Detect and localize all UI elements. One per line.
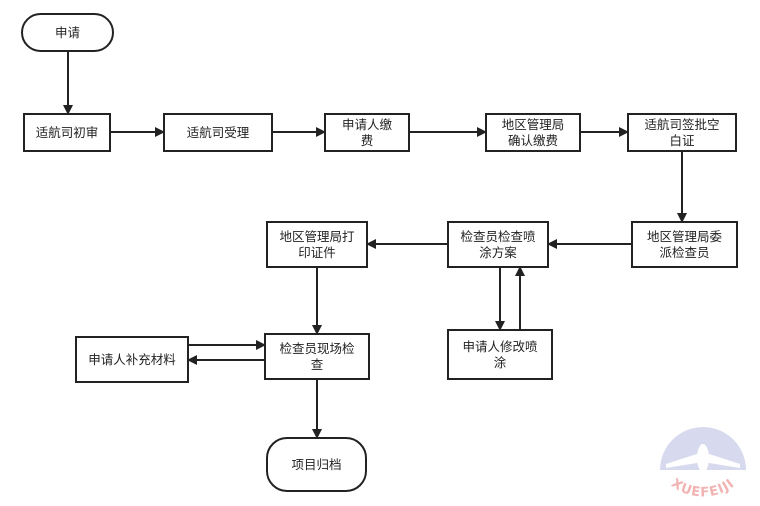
node-box-check-scheme (447, 221, 549, 268)
edges-layer (63, 51, 687, 439)
node-label-print-certificate-line-0: 地区管理局打 (279, 229, 354, 244)
node-box-supplement-materials (75, 336, 189, 383)
node-label-print-certificate-line-1: 印证件 (298, 245, 336, 260)
node-label-initial-review-line-0: 适航司初审 (36, 125, 99, 140)
node-box-print-certificate (266, 221, 368, 268)
node-label-assign-inspector-line-1: 派检查员 (659, 245, 709, 260)
node-box-start (21, 13, 114, 52)
node-box-applicant-pay (324, 113, 410, 152)
node-box-confirm-pay (485, 113, 581, 152)
node-label-onsite-inspection-line-0: 检查员现场检 (279, 341, 355, 356)
watermark-logo: XUEFEIJI (655, 427, 755, 506)
node-start: 申请 (21, 13, 114, 52)
node-box-archive (266, 437, 367, 492)
node-label-check-scheme-line-1: 涂方案 (479, 245, 517, 260)
node-label-start-line-0: 申请 (55, 25, 80, 40)
node-label-assign-inspector-line-0: 地区管理局委 (647, 229, 723, 244)
node-archive: 项目归档 (266, 437, 367, 492)
node-label-onsite-inspection-line-1: 查 (311, 357, 324, 372)
airplane-icon (666, 444, 740, 476)
node-label-confirm-pay-line-0: 地区管理局 (502, 117, 565, 132)
node-box-sign-certificate (627, 113, 737, 152)
node-box-initial-review (23, 113, 111, 152)
node-label-applicant-pay-line-1: 费 (361, 133, 374, 148)
node-label-archive-line-0: 项目归档 (291, 457, 341, 472)
node-box-assign-inspector (631, 221, 738, 268)
node-label-check-scheme-line-0: 检查员检查喷 (460, 229, 536, 244)
node-box-acceptance (163, 113, 273, 152)
node-acceptance: 适航司受理 (163, 113, 273, 152)
node-supplement-materials: 申请人补充材料 (75, 336, 189, 383)
node-label-sign-certificate-line-1: 白证 (669, 133, 695, 148)
node-label-acceptance-line-0: 适航司受理 (187, 125, 250, 140)
node-box-onsite-inspection (264, 333, 370, 380)
node-initial-review: 适航司初审 (23, 113, 111, 152)
node-label-sign-certificate-line-0: 适航司签批空 (644, 117, 719, 132)
node-label-modify-paint-line-1: 涂 (494, 355, 507, 370)
node-label-applicant-pay-line-0: 申请人缴 (342, 117, 393, 132)
node-label-supplement-materials-line-0: 申请人补充材料 (88, 352, 176, 367)
node-box-modify-paint (447, 329, 553, 380)
node-label-modify-paint-line-0: 申请人修改喷 (462, 339, 538, 354)
node-label-confirm-pay-line-1: 确认缴费 (508, 133, 558, 148)
